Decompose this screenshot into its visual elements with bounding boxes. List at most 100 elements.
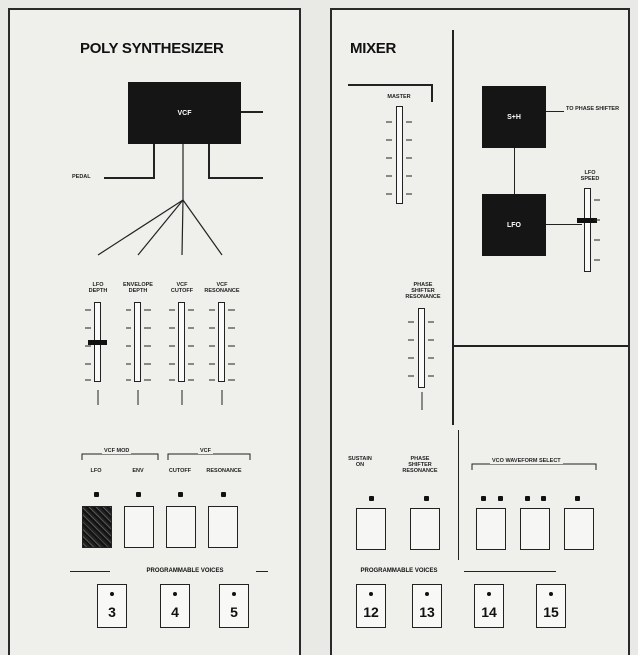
connector-line: [208, 177, 263, 179]
voice-led: [369, 592, 373, 596]
connector-line: [104, 177, 155, 179]
led-indicator: [221, 492, 226, 497]
box-edge: [452, 345, 628, 347]
waveform-button-2[interactable]: [520, 508, 550, 550]
slider-track[interactable]: [584, 188, 591, 272]
divider-line: [348, 84, 432, 86]
voice-number: 15: [543, 604, 559, 620]
button-label-cutoff: CUTOFF: [168, 468, 192, 474]
waveform-button-1[interactable]: [476, 508, 506, 550]
programmable-voices-label: PROGRAMMABLE VOICES: [146, 568, 224, 574]
divider-line: [464, 571, 556, 573]
lfo-mod-button[interactable]: [82, 506, 112, 548]
slider-track[interactable]: [178, 302, 185, 382]
button-label-env: ENV: [132, 468, 144, 474]
vcf-output-line: [241, 111, 263, 113]
slider-track[interactable]: [418, 308, 425, 388]
voice-button-14[interactable]: 14: [474, 584, 504, 628]
button-label-phase-shifter: PHASE SHIFTER RESONANCE: [402, 456, 438, 474]
lfo-block: LFO: [482, 194, 546, 256]
voice-number: 14: [481, 604, 497, 620]
divider-line: [458, 430, 460, 560]
voice-button-5[interactable]: 5: [219, 584, 249, 628]
slider-label-vcf-resonance: VCF RESONANCE: [204, 282, 240, 294]
slider-label-lfo-depth: LFO DEPTH: [88, 282, 108, 294]
voice-button-3[interactable]: 3: [97, 584, 127, 628]
led-indicator: [136, 492, 141, 497]
resonance-button[interactable]: [208, 506, 238, 548]
led-indicator: [178, 492, 183, 497]
led-indicator: [424, 496, 429, 501]
divider-line: [256, 571, 268, 573]
vcf-mod-label: VCF MOD: [102, 448, 132, 454]
poly-synthesizer-panel: POLY SYNTHESIZER VCF PEDAL LFO DEPTH ENV…: [8, 8, 301, 655]
waveform-select-label: VCO WAVEFORM SELECT: [490, 458, 563, 464]
modulation-routing-lines: [97, 144, 223, 256]
phase-shifter-label: PHASE SHIFTER RESONANCE: [405, 282, 441, 300]
voice-number: 3: [108, 604, 116, 620]
connector-line: [514, 148, 516, 196]
led-indicator: [575, 496, 580, 501]
panel-title: MIXER: [350, 40, 397, 57]
voice-button-13[interactable]: 13: [412, 584, 442, 628]
vcf-label: VCF: [198, 448, 213, 454]
led-indicator: [525, 496, 530, 501]
connector-line: [546, 111, 564, 113]
voice-led: [232, 592, 236, 596]
vcf-block-label: VCF: [177, 109, 192, 117]
connector-line: [153, 144, 155, 178]
lfo-speed-label: LFO SPEED: [580, 170, 600, 182]
voice-led: [425, 592, 429, 596]
led-indicator: [369, 496, 374, 501]
slider-track[interactable]: [396, 106, 403, 204]
led-indicator: [498, 496, 503, 501]
voice-button-4[interactable]: 4: [160, 584, 190, 628]
led-indicator: [541, 496, 546, 501]
slider-thumb[interactable]: [577, 218, 597, 223]
voice-number: 4: [171, 604, 179, 620]
master-label: MASTER: [387, 94, 411, 100]
sample-hold-label: S+H: [507, 113, 521, 121]
panel-title: POLY SYNTHESIZER: [80, 40, 224, 57]
voice-number: 13: [419, 604, 435, 620]
divider-line: [452, 345, 454, 425]
led-indicator: [481, 496, 486, 501]
voice-button-15[interactable]: 15: [536, 584, 566, 628]
slider-track[interactable]: [218, 302, 225, 382]
mixer-scale-ticks: [386, 121, 600, 410]
divider-line: [70, 571, 110, 573]
group-brackets: [81, 453, 251, 460]
slider-track[interactable]: [134, 302, 141, 382]
programmable-voices-label: PROGRAMMABLE VOICES: [360, 568, 438, 574]
waveform-button-3[interactable]: [564, 508, 594, 550]
button-label-lfo: LFO: [90, 468, 102, 474]
slider-scale-ticks: [85, 309, 235, 405]
slider-label-vcf-cutoff: VCF CUTOFF: [170, 282, 194, 294]
connector-line: [546, 224, 582, 226]
mixer-panel: MIXER MASTER S+H TO PHASE SHIFTER LFO LF…: [330, 8, 630, 655]
vcf-block: VCF: [128, 82, 241, 144]
sample-hold-block: S+H: [482, 86, 546, 148]
phase-shifter-button[interactable]: [410, 508, 440, 550]
voice-led: [110, 592, 114, 596]
voice-led: [487, 592, 491, 596]
divider-line: [431, 84, 433, 102]
lfo-block-label: LFO: [507, 221, 521, 229]
pedal-label: PEDAL: [72, 174, 91, 180]
voice-number: 12: [363, 604, 379, 620]
slider-label-envelope-depth: ENVELOPE DEPTH: [123, 282, 153, 294]
waveform-bracket: [471, 463, 597, 470]
box-edge: [452, 30, 454, 345]
connector-line: [208, 144, 210, 178]
voice-led: [549, 592, 553, 596]
slider-thumb[interactable]: [88, 340, 107, 345]
voice-number: 5: [230, 604, 238, 620]
button-label-resonance: RESONANCE: [206, 468, 242, 474]
voice-button-12[interactable]: 12: [356, 584, 386, 628]
sustain-button[interactable]: [356, 508, 386, 550]
voice-led: [173, 592, 177, 596]
button-label-sustain: SUSTAIN ON: [348, 456, 372, 468]
led-indicator: [94, 492, 99, 497]
env-mod-button[interactable]: [124, 506, 154, 548]
cutoff-button[interactable]: [166, 506, 196, 548]
